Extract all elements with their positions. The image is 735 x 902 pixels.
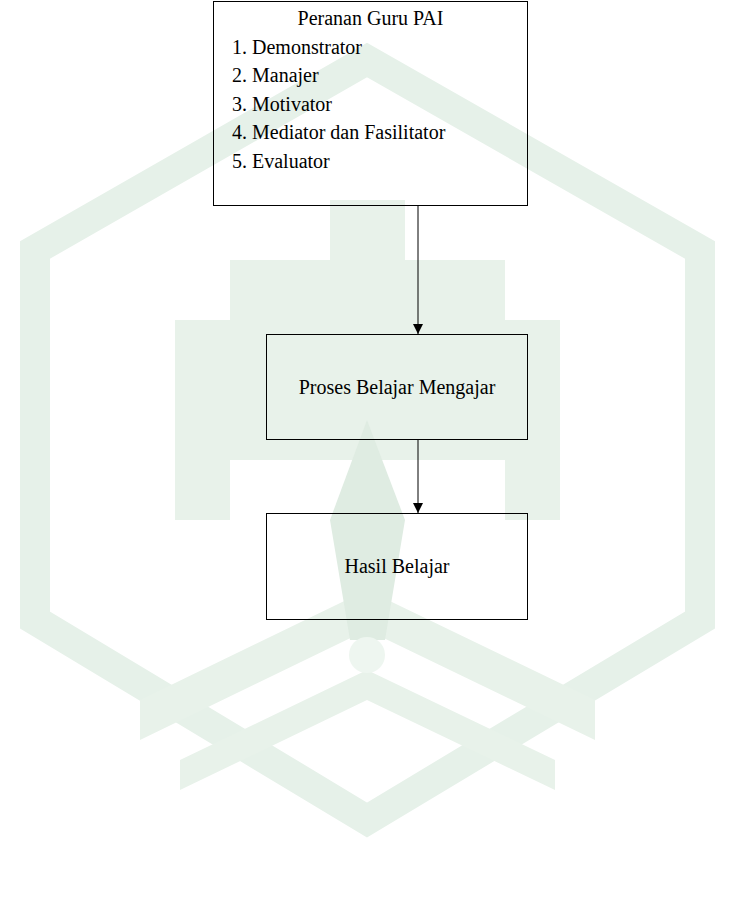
box-heading: Peranan Guru PAI [222, 4, 519, 33]
list-item: 3. Motivator [222, 90, 519, 119]
arrow-connector [413, 206, 423, 334]
text-holder: Proses Belajar Mengajar [267, 373, 527, 402]
list-item: 2. Manajer [222, 61, 519, 90]
process-box: Hasil Belajar [266, 513, 528, 620]
list-item: 4. Mediator dan Fasilitator [222, 118, 519, 147]
process-box: Proses Belajar Mengajar [266, 334, 528, 440]
list-item: 1. Demonstrator [222, 33, 519, 62]
text-holder: Hasil Belajar [267, 552, 527, 581]
process-box: Peranan Guru PAI1. Demonstrator2. Manaje… [213, 1, 528, 206]
box-label: Proses Belajar Mengajar [267, 373, 527, 402]
box-label: Hasil Belajar [267, 552, 527, 581]
list-item: 5. Evaluator [222, 147, 519, 176]
arrow-connector [413, 440, 423, 513]
watermark-hexagon [35, 60, 700, 820]
watermark-dot [349, 637, 385, 673]
watermark-pen-nib [330, 420, 405, 640]
watermark-chevron [180, 670, 555, 790]
